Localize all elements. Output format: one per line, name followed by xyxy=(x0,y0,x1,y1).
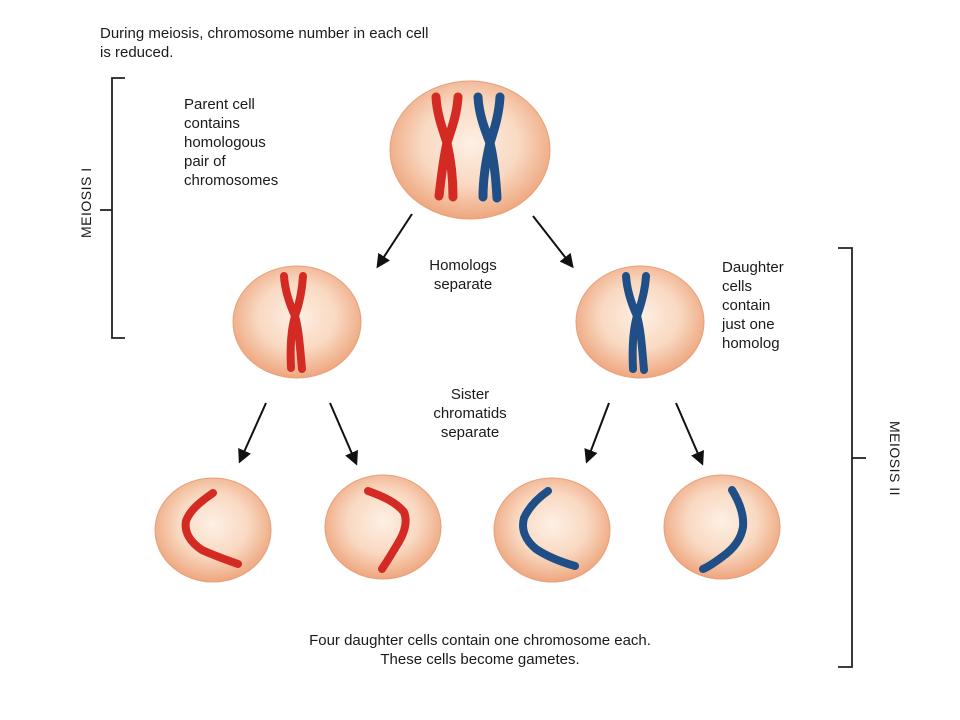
daughter-cell-left xyxy=(232,265,362,379)
parent-cell-label-line: Parent cell xyxy=(184,96,255,113)
homologs-separate-line: separate xyxy=(433,276,493,293)
gamete-cell-1 xyxy=(154,477,272,583)
sister-chromatids-line: chromatids xyxy=(433,405,507,422)
gamete-chromosome-1 xyxy=(181,489,242,568)
parent-cell-label-line: chromosomes xyxy=(184,172,279,189)
arrow-sister-1 xyxy=(238,402,267,464)
gamete-chromosome-4 xyxy=(699,486,748,573)
homologs-separate-label: Homologs separate xyxy=(408,256,518,294)
daughter-cells-line: Daughter xyxy=(722,259,784,276)
title-line-1: During meiosis, chromosome number in eac… xyxy=(100,25,429,42)
parent-cell-label-line: homologous xyxy=(184,134,266,151)
sister-chromatids-line: Sister xyxy=(450,386,490,403)
daughter-cells-line: homolog xyxy=(722,335,780,352)
gametes-caption-line: These cells become gametes. xyxy=(380,651,580,668)
daughter-cells-line: cells xyxy=(722,278,753,295)
gamete-cell-3 xyxy=(493,477,611,583)
sister-chromatids-label: Sister chromatids separate xyxy=(410,385,530,442)
parent-cell-label: Parent cell contains homologous pair of … xyxy=(184,95,278,190)
arrow-homolog-left xyxy=(376,213,413,269)
daughter-cell-right xyxy=(575,265,705,379)
parent-cell-label-line: contains xyxy=(184,115,240,132)
daughter-cells-line: contain xyxy=(722,297,771,314)
daughter-cells-line: just one xyxy=(722,316,775,333)
homologs-separate-line: Homologs xyxy=(429,257,497,274)
gamete-cell-4 xyxy=(663,474,781,580)
meiosis-2-label: MEIOSIS II xyxy=(887,421,903,497)
sister-chromatids-line: separate xyxy=(440,424,500,441)
meiosis-2-bracket xyxy=(838,247,866,668)
arrow-sister-4 xyxy=(675,402,704,466)
maternal-chromosome-pair xyxy=(431,92,463,202)
gametes-caption-line: Four daughter cells contain one chromoso… xyxy=(309,632,651,649)
meiosis-1-label: MEIOSIS I xyxy=(78,167,94,238)
title-line-2: is reduced. xyxy=(100,44,174,61)
maternal-homolog xyxy=(280,272,307,373)
diagram-title: During meiosis, chromosome number in eac… xyxy=(100,24,428,62)
gamete-chromosome-2 xyxy=(364,487,410,573)
meiosis-1-bracket xyxy=(100,77,125,339)
parent-cell xyxy=(389,80,551,220)
arrow-sister-2 xyxy=(329,402,358,466)
paternal-chromosome-pair xyxy=(473,92,505,203)
paternal-homolog xyxy=(622,272,650,374)
arrow-sister-3 xyxy=(584,402,610,464)
parent-cell-label-line: pair of xyxy=(184,153,226,170)
gamete-cell-2 xyxy=(324,474,442,580)
arrow-homolog-right xyxy=(532,215,574,269)
gamete-chromosome-3 xyxy=(519,487,579,570)
gametes-caption: Four daughter cells contain one chromoso… xyxy=(250,631,710,669)
daughter-cells-label: Daughter cells contain just one homolog xyxy=(722,258,784,353)
